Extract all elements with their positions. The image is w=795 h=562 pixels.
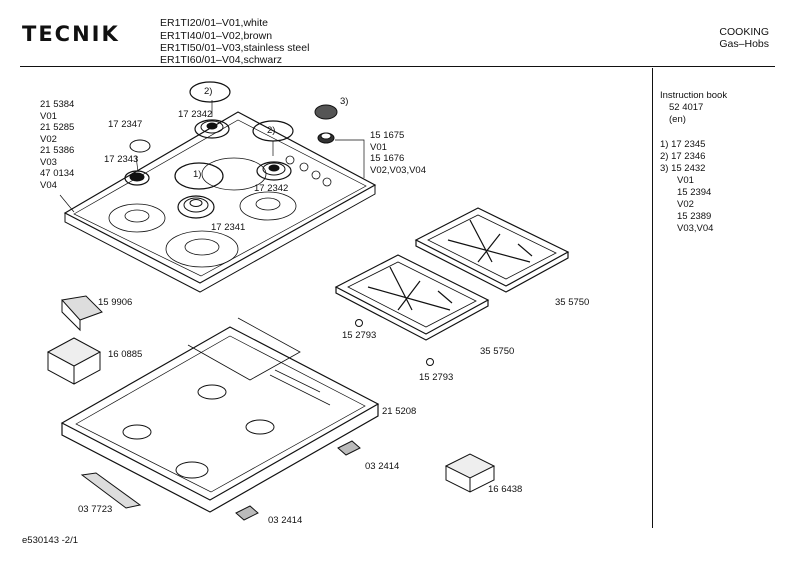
burner-small-left <box>124 170 150 186</box>
label-172347: 17 2347 <box>108 119 143 130</box>
header-rule <box>20 66 775 67</box>
label-032414-b: 03 2414 <box>268 515 303 526</box>
label-172341: 17 2341 <box>211 222 246 233</box>
category-label: COOKING <box>719 26 769 38</box>
part-number: 47 0134 <box>40 168 75 179</box>
base-pan <box>60 317 380 513</box>
instruction-language: (en) <box>669 114 686 125</box>
label-032414-a: 03 2414 <box>365 461 400 472</box>
burner-wok <box>177 195 215 219</box>
variant: V04 <box>40 179 57 191</box>
label-152793-a: 15 2793 <box>342 330 377 341</box>
document-code: e530143 -2/1 <box>22 535 78 546</box>
instruction-title: Instruction book <box>660 90 728 101</box>
leader-lines <box>59 100 365 213</box>
hob-top-plate <box>63 111 377 293</box>
cap-small <box>129 139 151 153</box>
pan-support-rear <box>414 207 570 293</box>
label-stack-right: 15 1675 V01 15 1676 V02,V03,V04 <box>370 130 426 176</box>
label-215208: 21 5208 <box>382 406 417 417</box>
subcategory-label: Gas–Hobs <box>719 38 769 50</box>
note-item: 3) 15 2432 <box>660 163 706 174</box>
ignition-switch <box>61 295 103 332</box>
callout-2-right: 2) <box>267 125 276 136</box>
note-item: 15 2394 <box>677 187 712 198</box>
variant: V01 <box>40 110 57 122</box>
label-172342-right: 17 2342 <box>254 183 289 194</box>
burner-wells <box>108 157 297 268</box>
clamp-b <box>235 505 259 521</box>
instruction-info: Instruction book 52 4017 (en) <box>660 90 727 126</box>
burner-rear-right <box>194 119 230 139</box>
note-item: V02 <box>677 199 694 210</box>
callout-2-top: 2) <box>204 86 213 97</box>
callout-3: 3) <box>340 96 349 107</box>
label-172342-top: 17 2342 <box>178 109 213 120</box>
variant: V02 <box>40 133 57 145</box>
strip-037723 <box>80 472 142 509</box>
label-152793-b: 15 2793 <box>419 372 454 383</box>
model-line-4: ER1TI60/01–V04,schwarz <box>160 54 282 66</box>
part-number: 15 1676 <box>370 153 405 164</box>
model-line-1: ER1TI20/01–V01,white <box>160 17 268 29</box>
label-166438: 16 6438 <box>488 484 523 495</box>
model-line-2: ER1TI40/01–V02,brown <box>160 30 273 42</box>
label-172343: 17 2343 <box>104 154 139 165</box>
part-number: 21 5285 <box>40 122 75 133</box>
note-item: 2) 17 2346 <box>660 151 706 162</box>
part-number: 21 5384 <box>40 99 75 110</box>
label-355750-a: 35 5750 <box>555 297 590 308</box>
label-355750-b: 35 5750 <box>480 346 515 357</box>
cap-1 <box>174 162 224 190</box>
notes-list: 1) 17 2345 2) 17 2346 3) 15 2432 V01 15 … <box>660 139 713 235</box>
note-item: V01 <box>677 175 694 186</box>
rubber-foot-a <box>355 319 363 327</box>
variant: V03 <box>40 156 57 168</box>
note-item: V03,V04 <box>677 223 714 234</box>
knob-holes <box>285 155 332 187</box>
label-159906: 15 9906 <box>98 297 133 308</box>
clamp-a <box>337 440 361 456</box>
brand-logo: TECNIK <box>22 22 120 46</box>
variant: V01 <box>370 141 387 153</box>
rubber-foot-b <box>426 358 434 366</box>
model-line-3: ER1TI50/01–V03,stainless steel <box>160 42 310 54</box>
sidebar-divider <box>652 68 653 528</box>
note-item: 1) 17 2345 <box>660 139 706 150</box>
ignition-module <box>46 337 102 385</box>
connector-block <box>444 453 496 493</box>
part-number: 15 1675 <box>370 130 405 141</box>
control-knob <box>314 104 338 144</box>
label-037723: 03 7723 <box>78 504 113 515</box>
pan-support-front <box>334 254 490 341</box>
note-item: 15 2389 <box>677 211 712 222</box>
callout-1: 1) <box>193 169 202 180</box>
variant: V02,V03,V04 <box>370 164 426 176</box>
cap-2-top <box>189 81 231 103</box>
label-160885: 16 0885 <box>108 349 143 360</box>
instruction-number: 52 4017 <box>669 102 704 113</box>
label-stack-left: 21 5384 V01 21 5285 V02 21 5386 V03 47 0… <box>40 99 74 191</box>
part-number: 21 5386 <box>40 145 75 156</box>
burner-right <box>256 161 292 181</box>
